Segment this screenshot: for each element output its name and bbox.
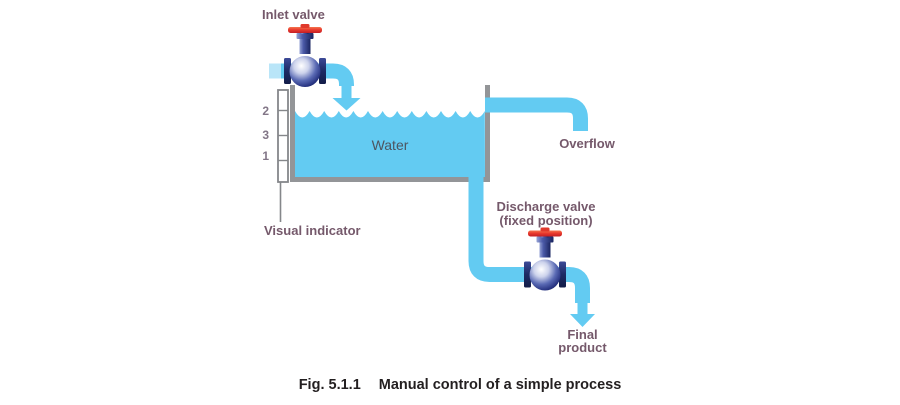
outflow-arrow-icon [570,303,595,327]
discharge-valve-label: Discharge valve (fixed position) [475,200,617,227]
final-product-label-line2: product [558,339,607,355]
final-product-label: Final product [532,327,633,355]
inlet-flow-arrow-icon [332,84,361,111]
level-scale-number: 3 [262,128,269,142]
discharge-valve-icon [524,227,566,291]
water-body [295,111,485,177]
inlet-valve-label: Inlet valve [262,7,325,22]
visual-indicator-label: Visual indicator [264,223,361,238]
level-indicator [277,89,289,222]
level-scale-number: 2 [262,104,269,118]
level-scale-number: 1 [262,149,269,163]
inlet-pipe-opening [269,63,281,79]
figure-caption: Fig. 5.1.1 Manual control of a simple pro… [110,377,810,393]
discharge-valve-label-line1: Discharge valve [496,199,596,214]
water-label: Water [371,137,409,153]
tank [290,85,490,182]
figure-number: Fig. 5.1.1 [298,377,361,393]
final-product-label-line1: Final [567,327,598,342]
overflow-label: Overflow [559,136,615,151]
overflow-pipe [485,97,588,131]
figure-title: Manual control of a simple process [378,377,622,393]
discharge-valve-label-line2: (fixed position) [499,212,593,228]
inlet-valve-icon [284,24,326,87]
